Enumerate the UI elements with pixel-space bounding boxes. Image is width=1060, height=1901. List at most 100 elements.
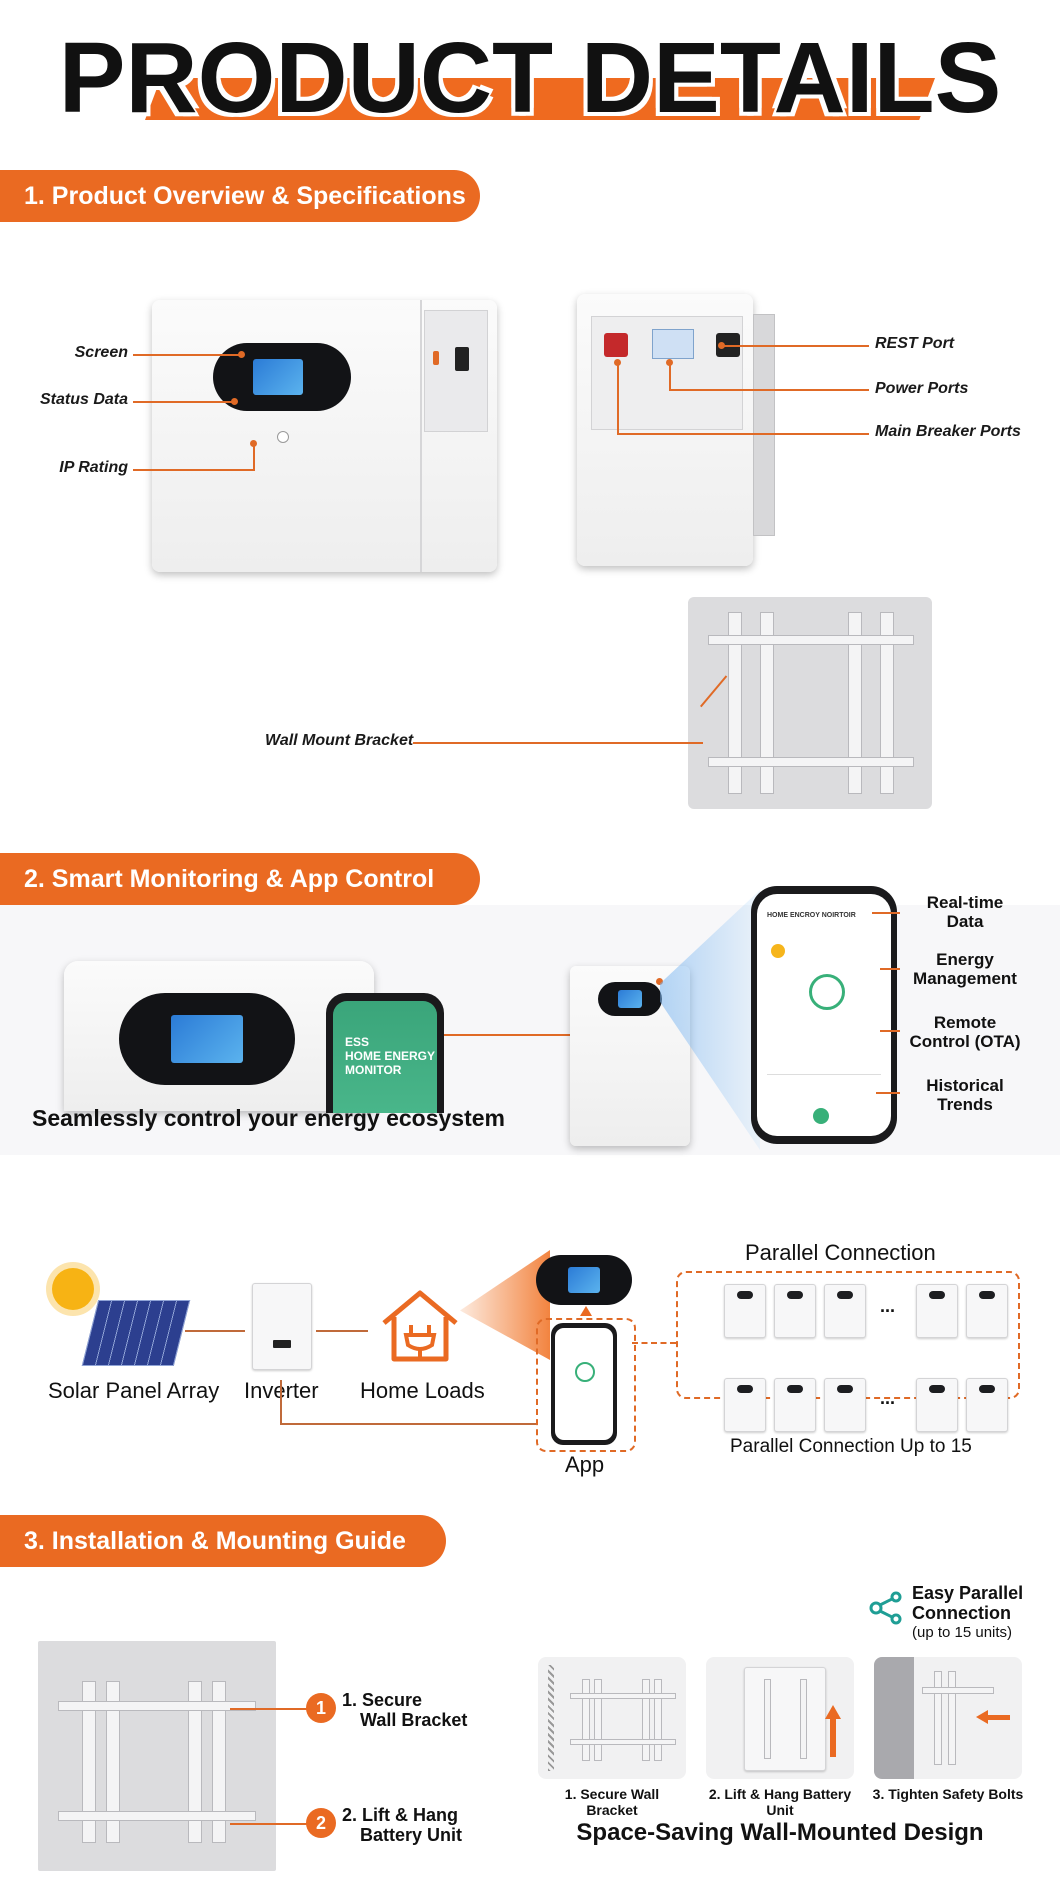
callout-line bbox=[133, 354, 241, 356]
sun-icon bbox=[771, 944, 785, 958]
wall-hatch bbox=[548, 1665, 554, 1771]
link-line bbox=[444, 1034, 594, 1036]
step-2-badge: 2 bbox=[306, 1808, 336, 1838]
edge-divider bbox=[420, 300, 422, 572]
parallel-title: Parallel Connection bbox=[745, 1240, 936, 1265]
parallel-caption: Parallel Connection Up to 15 bbox=[730, 1436, 972, 1457]
feature-line-1: Historical bbox=[926, 1076, 1004, 1095]
share-connection-icon bbox=[869, 1591, 902, 1625]
unit-screen bbox=[979, 1291, 995, 1299]
bracket-bar bbox=[58, 1811, 256, 1821]
label-home-loads: Home Loads bbox=[360, 1378, 485, 1403]
monitoring-tagline: Seamlessly control your energy ecosystem bbox=[32, 1105, 505, 1131]
app-title-line: MONITOR bbox=[345, 1063, 402, 1077]
breaker-icon bbox=[652, 329, 694, 359]
callout-rest-port: REST Port bbox=[875, 335, 955, 352]
bracket-rail bbox=[764, 1679, 771, 1759]
bracket-bar bbox=[708, 635, 914, 645]
parallel-unit bbox=[774, 1378, 816, 1432]
bracket-bar bbox=[570, 1739, 676, 1745]
bracket-bar bbox=[58, 1701, 256, 1711]
section-1-heading: 1. Product Overview & Specifications bbox=[0, 170, 480, 222]
bracket-rail bbox=[848, 612, 862, 794]
connector-line bbox=[280, 1380, 282, 1424]
title-underline-band bbox=[145, 78, 935, 120]
app-title-line: HOME ENERGY bbox=[345, 1049, 436, 1063]
parallel-unit bbox=[966, 1378, 1008, 1432]
thumb-caption-2: 2. Lift & Hang Battery Unit bbox=[708, 1786, 852, 1818]
red-port-icon bbox=[604, 333, 628, 357]
unit-screen bbox=[979, 1385, 995, 1393]
side-rail bbox=[753, 314, 775, 536]
arrow-head bbox=[976, 1710, 988, 1724]
app-dashboard-screen: HOME ENCROY NOIRTOIR bbox=[757, 894, 891, 1136]
energy-ring-icon bbox=[809, 974, 845, 1010]
bracket-rail bbox=[106, 1681, 120, 1843]
page-title: PRODUCT DETAILS bbox=[57, 21, 1003, 136]
callout-dot bbox=[614, 359, 621, 366]
callout-dot bbox=[718, 342, 725, 349]
unit-screen bbox=[929, 1385, 945, 1393]
unit-screen bbox=[737, 1291, 753, 1299]
feature-historical-trends: Historical Trends bbox=[900, 1076, 1030, 1114]
callout-line bbox=[133, 469, 255, 471]
step-line-2: Wall Bracket bbox=[360, 1710, 468, 1730]
unit-screen bbox=[737, 1385, 753, 1393]
parallel-unit bbox=[774, 1284, 816, 1338]
easy-line-3: (up to 15 units) bbox=[912, 1624, 1013, 1641]
bracket-bar bbox=[922, 1687, 994, 1694]
callout-power-ports: Power Ports bbox=[875, 380, 969, 397]
bracket-rail bbox=[800, 1679, 807, 1759]
feature-energy-management: Energy Management bbox=[900, 950, 1030, 988]
arrow-up-icon bbox=[580, 1306, 592, 1316]
bottom-title: Space-Saving Wall-Mounted Design bbox=[576, 1819, 984, 1846]
thumb-caption-1: 1. Secure Wall Bracket bbox=[564, 1786, 660, 1818]
bracket-bar bbox=[708, 757, 914, 767]
inverter-icon bbox=[252, 1283, 312, 1370]
battery-unit-icon bbox=[744, 1667, 826, 1771]
callout-screen: Screen bbox=[74, 344, 128, 361]
connector-line bbox=[316, 1330, 368, 1332]
thumb-lift-hang bbox=[706, 1657, 854, 1779]
port-icon bbox=[455, 347, 469, 371]
connector-line bbox=[185, 1330, 245, 1332]
arrow-head bbox=[825, 1705, 841, 1719]
feature-line-1: Real-time bbox=[926, 893, 1004, 912]
unit-screen bbox=[929, 1291, 945, 1299]
app-title-line: ESS bbox=[345, 1035, 370, 1049]
bracket-rail bbox=[934, 1671, 942, 1765]
callout-dot bbox=[250, 440, 257, 447]
unit-screen bbox=[837, 1385, 853, 1393]
ring-icon bbox=[575, 1362, 595, 1382]
small-screen bbox=[598, 982, 662, 1016]
bracket-rail bbox=[642, 1679, 650, 1761]
step-line bbox=[230, 1708, 310, 1710]
add-button-icon bbox=[813, 1108, 829, 1124]
power-button-icon bbox=[277, 431, 289, 443]
unit-side-panel bbox=[874, 1657, 914, 1779]
feature-line-1: Energy bbox=[936, 950, 994, 969]
phone-mockup: ESS HOME ENERGY MONITOR bbox=[326, 993, 444, 1113]
feature-line-2: Management bbox=[913, 969, 1017, 988]
callout-dot bbox=[231, 398, 238, 405]
app-dashed-frame bbox=[536, 1318, 636, 1452]
app-splash-title: ESS HOME ENERGY MONITOR bbox=[345, 1035, 441, 1077]
callout-line bbox=[617, 433, 869, 435]
unit-screen bbox=[787, 1291, 803, 1299]
bracket-rail bbox=[82, 1681, 96, 1843]
bracket-rail bbox=[594, 1679, 602, 1761]
section-2-heading: 2. Smart Monitoring & App Control bbox=[0, 853, 480, 905]
bracket-rail bbox=[582, 1679, 590, 1761]
arrow-left-icon bbox=[986, 1715, 1010, 1720]
unit-screen bbox=[837, 1291, 853, 1299]
step-1-badge: 1 bbox=[306, 1693, 336, 1723]
battery-front-view bbox=[152, 300, 497, 572]
step-line-2: Battery Unit bbox=[360, 1825, 463, 1845]
callout-wall-mount-bracket: Wall Mount Bracket bbox=[265, 732, 414, 749]
callout-line bbox=[721, 345, 869, 347]
small-lcd bbox=[618, 990, 642, 1008]
bracket-rail bbox=[880, 612, 894, 794]
app-header: HOME ENCROY NOIRTOIR bbox=[767, 912, 856, 919]
bracket-rail bbox=[728, 612, 742, 794]
